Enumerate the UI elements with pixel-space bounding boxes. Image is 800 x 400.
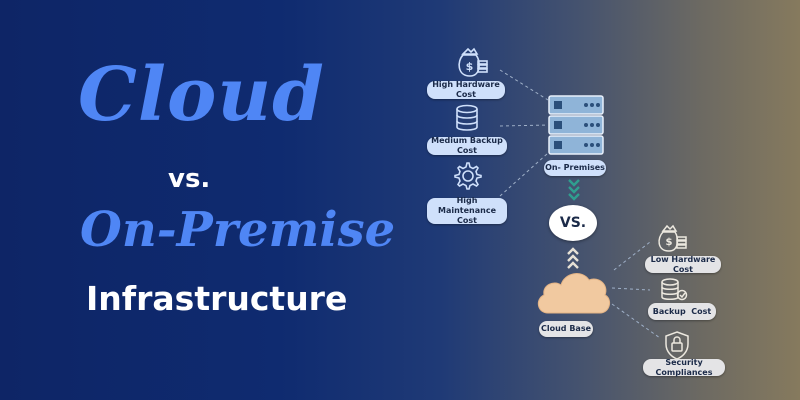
svg-text:$: $ xyxy=(466,60,474,73)
headline-infrastructure: Infrastructure xyxy=(86,279,348,318)
cloud-icon xyxy=(537,273,611,314)
lock-shield-icon xyxy=(665,331,689,360)
money-bag-icon: $ xyxy=(458,47,488,77)
database-icon xyxy=(456,104,478,131)
chip-backup-cost: Backup Cost xyxy=(648,303,716,320)
gear-icon xyxy=(454,162,482,190)
money-bag-icon: $ xyxy=(658,224,687,252)
chip-high-maintenance-cost: High Maintenance Cost xyxy=(427,196,507,225)
chip-high-hardware-cost: High Hardware Cost xyxy=(427,80,505,99)
headline-vs: vs. xyxy=(168,164,211,194)
headline-on-premise: On-Premise xyxy=(80,202,396,258)
chip-low-hardware-cost: Low Hardware Cost xyxy=(645,255,721,274)
database-icon xyxy=(661,278,688,301)
arrow-up-icon xyxy=(567,247,579,269)
chip-cloud-base: Cloud Base xyxy=(539,321,593,337)
chip-on-premises: On- Premises xyxy=(544,160,606,176)
server-icon xyxy=(548,95,604,155)
svg-text:$: $ xyxy=(666,237,673,248)
chip-medium-backup-cost: Medium Backup Cost xyxy=(427,136,507,155)
chip-security-compliances: Security Compliances xyxy=(643,358,725,377)
headline-cloud: Cloud xyxy=(78,52,325,138)
vs-bubble: VS. xyxy=(549,205,597,241)
arrow-down-icon xyxy=(568,179,580,201)
